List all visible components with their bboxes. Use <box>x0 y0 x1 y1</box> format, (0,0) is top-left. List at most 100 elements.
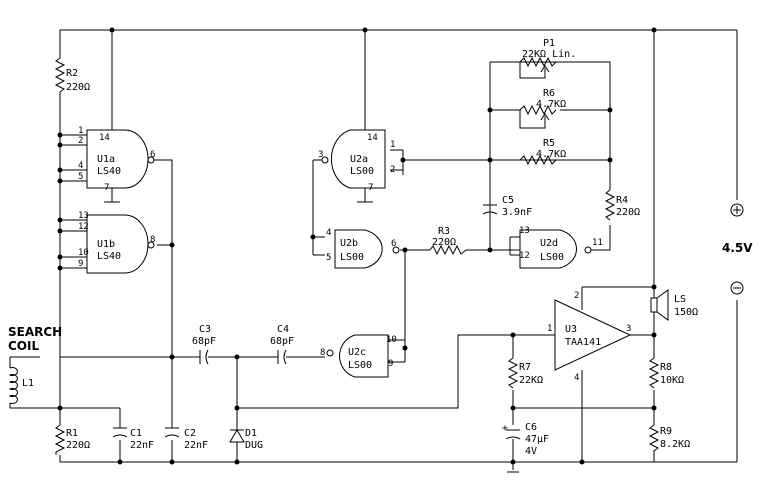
ground-symbols <box>507 462 519 473</box>
capacitor-c1: C1 22nF <box>112 427 154 451</box>
resistor-r4: R4 220Ω <box>604 189 640 221</box>
svg-text:L1: L1 <box>22 378 34 389</box>
gate-u2d: U2d LS00 13 12 11 <box>519 226 603 269</box>
svg-text:C1: C1 <box>130 428 142 439</box>
svg-text:U2c: U2c <box>348 347 366 358</box>
svg-text:R6: R6 <box>543 88 555 99</box>
svg-text:U3: U3 <box>565 324 577 335</box>
svg-text:10KΩ: 10KΩ <box>660 375 684 386</box>
gate-u2b: U2b LS00 4 5 6 <box>326 228 400 269</box>
svg-text:D1: D1 <box>245 428 257 439</box>
svg-text:TAA141: TAA141 <box>565 337 601 348</box>
gate-u2c: U2c LS00 8 10 9 <box>320 334 397 378</box>
svg-text:LS: LS <box>674 294 686 305</box>
svg-text:4V: 4V <box>525 446 537 457</box>
svg-text:68pF: 68pF <box>192 336 216 347</box>
supply-terminals: 4.5V <box>722 203 753 295</box>
svg-text:12: 12 <box>519 251 530 261</box>
svg-text:2: 2 <box>390 165 395 175</box>
svg-text:+: + <box>502 423 508 434</box>
svg-text:10: 10 <box>386 335 397 345</box>
gate-u2a: U2a LS00 3 14 1 2 7 <box>318 129 395 193</box>
svg-text:3.9nF: 3.9nF <box>502 207 532 218</box>
svg-text:9: 9 <box>78 259 83 269</box>
svg-text:SEARCH: SEARCH <box>8 325 62 339</box>
svg-text:C4: C4 <box>277 324 289 335</box>
resistor-r9: R9 8.2KΩ <box>648 424 690 452</box>
svg-text:6: 6 <box>150 150 155 160</box>
svg-text:U1b: U1b <box>97 239 115 250</box>
wiring <box>10 29 738 463</box>
svg-text:U2b: U2b <box>340 238 358 249</box>
resistor-r6: R6 4.7KΩ <box>519 88 566 129</box>
svg-text:6: 6 <box>391 239 396 249</box>
svg-text:12: 12 <box>78 222 89 232</box>
svg-text:C2: C2 <box>184 428 196 439</box>
svg-text:4: 4 <box>78 161 83 171</box>
svg-text:13: 13 <box>78 211 89 221</box>
svg-text:5: 5 <box>326 253 331 263</box>
svg-text:R1: R1 <box>66 428 78 439</box>
svg-text:150Ω: 150Ω <box>674 307 698 318</box>
resistor-r1: R1 220Ω <box>54 424 90 455</box>
svg-text:COIL: COIL <box>8 339 39 353</box>
search-coil-l1: L1 SEARCH COIL <box>8 325 62 408</box>
svg-text:22nF: 22nF <box>184 440 208 451</box>
svg-text:1: 1 <box>390 140 395 150</box>
svg-text:R2: R2 <box>66 68 78 79</box>
svg-text:LS00: LS00 <box>340 252 364 263</box>
svg-text:220Ω: 220Ω <box>616 207 640 218</box>
svg-text:U2a: U2a <box>350 154 368 165</box>
svg-text:R9: R9 <box>660 426 672 437</box>
gate-u1a: U1a LS40 1 2 4 5 6 7 14 <box>78 126 155 193</box>
svg-text:220Ω: 220Ω <box>432 237 456 248</box>
svg-text:U2d: U2d <box>540 238 558 249</box>
svg-text:C3: C3 <box>199 324 211 335</box>
svg-text:7: 7 <box>104 183 109 193</box>
svg-text:22nF: 22nF <box>130 440 154 451</box>
svg-text:R4: R4 <box>616 195 628 206</box>
capacitor-c2: C2 22nF <box>164 427 208 451</box>
svg-text:68pF: 68pF <box>270 336 294 347</box>
svg-text:22KΩ Lin.: 22KΩ Lin. <box>522 49 576 60</box>
svg-text:4.7KΩ: 4.7KΩ <box>536 99 566 110</box>
svg-text:4: 4 <box>574 373 579 383</box>
resistor-r8: R8 10KΩ <box>648 357 684 389</box>
svg-text:47μF: 47μF <box>525 434 549 445</box>
svg-text:220Ω: 220Ω <box>66 82 90 93</box>
svg-text:3: 3 <box>626 324 631 334</box>
svg-text:4.5V: 4.5V <box>722 241 753 255</box>
speaker-ls: LS 150Ω <box>650 289 698 321</box>
svg-text:DUG: DUG <box>245 440 263 451</box>
svg-text:4: 4 <box>326 228 331 238</box>
resistor-r7: R7 22KΩ <box>507 357 543 389</box>
capacitor-c4: C4 68pF <box>270 324 294 365</box>
svg-text:14: 14 <box>367 133 378 143</box>
svg-text:22KΩ: 22KΩ <box>519 375 543 386</box>
capacitor-c3: C3 68pF <box>192 324 216 365</box>
svg-text:220Ω: 220Ω <box>66 440 90 451</box>
resistor-r5: R5 4.7KΩ <box>519 138 566 166</box>
resistor-r3: R3 220Ω <box>429 226 467 256</box>
diode-d1: D1 DUG <box>229 425 263 451</box>
svg-text:14: 14 <box>99 133 110 143</box>
amplifier-u3: U3 TAA141 1 2 3 4 <box>547 291 631 383</box>
svg-text:4.7KΩ: 4.7KΩ <box>536 149 566 160</box>
svg-text:2: 2 <box>78 136 83 146</box>
svg-text:10: 10 <box>78 248 89 258</box>
svg-text:LS00: LS00 <box>540 252 564 263</box>
svg-text:C5: C5 <box>502 195 514 206</box>
svg-text:9: 9 <box>388 359 393 369</box>
svg-text:R3: R3 <box>438 226 450 237</box>
svg-text:1: 1 <box>78 126 83 136</box>
junctions <box>57 27 657 465</box>
svg-text:R7: R7 <box>519 362 531 373</box>
svg-text:8: 8 <box>320 348 325 358</box>
svg-text:R5: R5 <box>543 138 555 149</box>
svg-text:LS40: LS40 <box>97 251 121 262</box>
svg-text:C6: C6 <box>525 422 537 433</box>
resistor-r2: R2 220Ω <box>54 57 90 93</box>
potentiometer-p1: P1 22KΩ Lin. <box>519 38 576 79</box>
svg-text:LS00: LS00 <box>348 360 372 371</box>
